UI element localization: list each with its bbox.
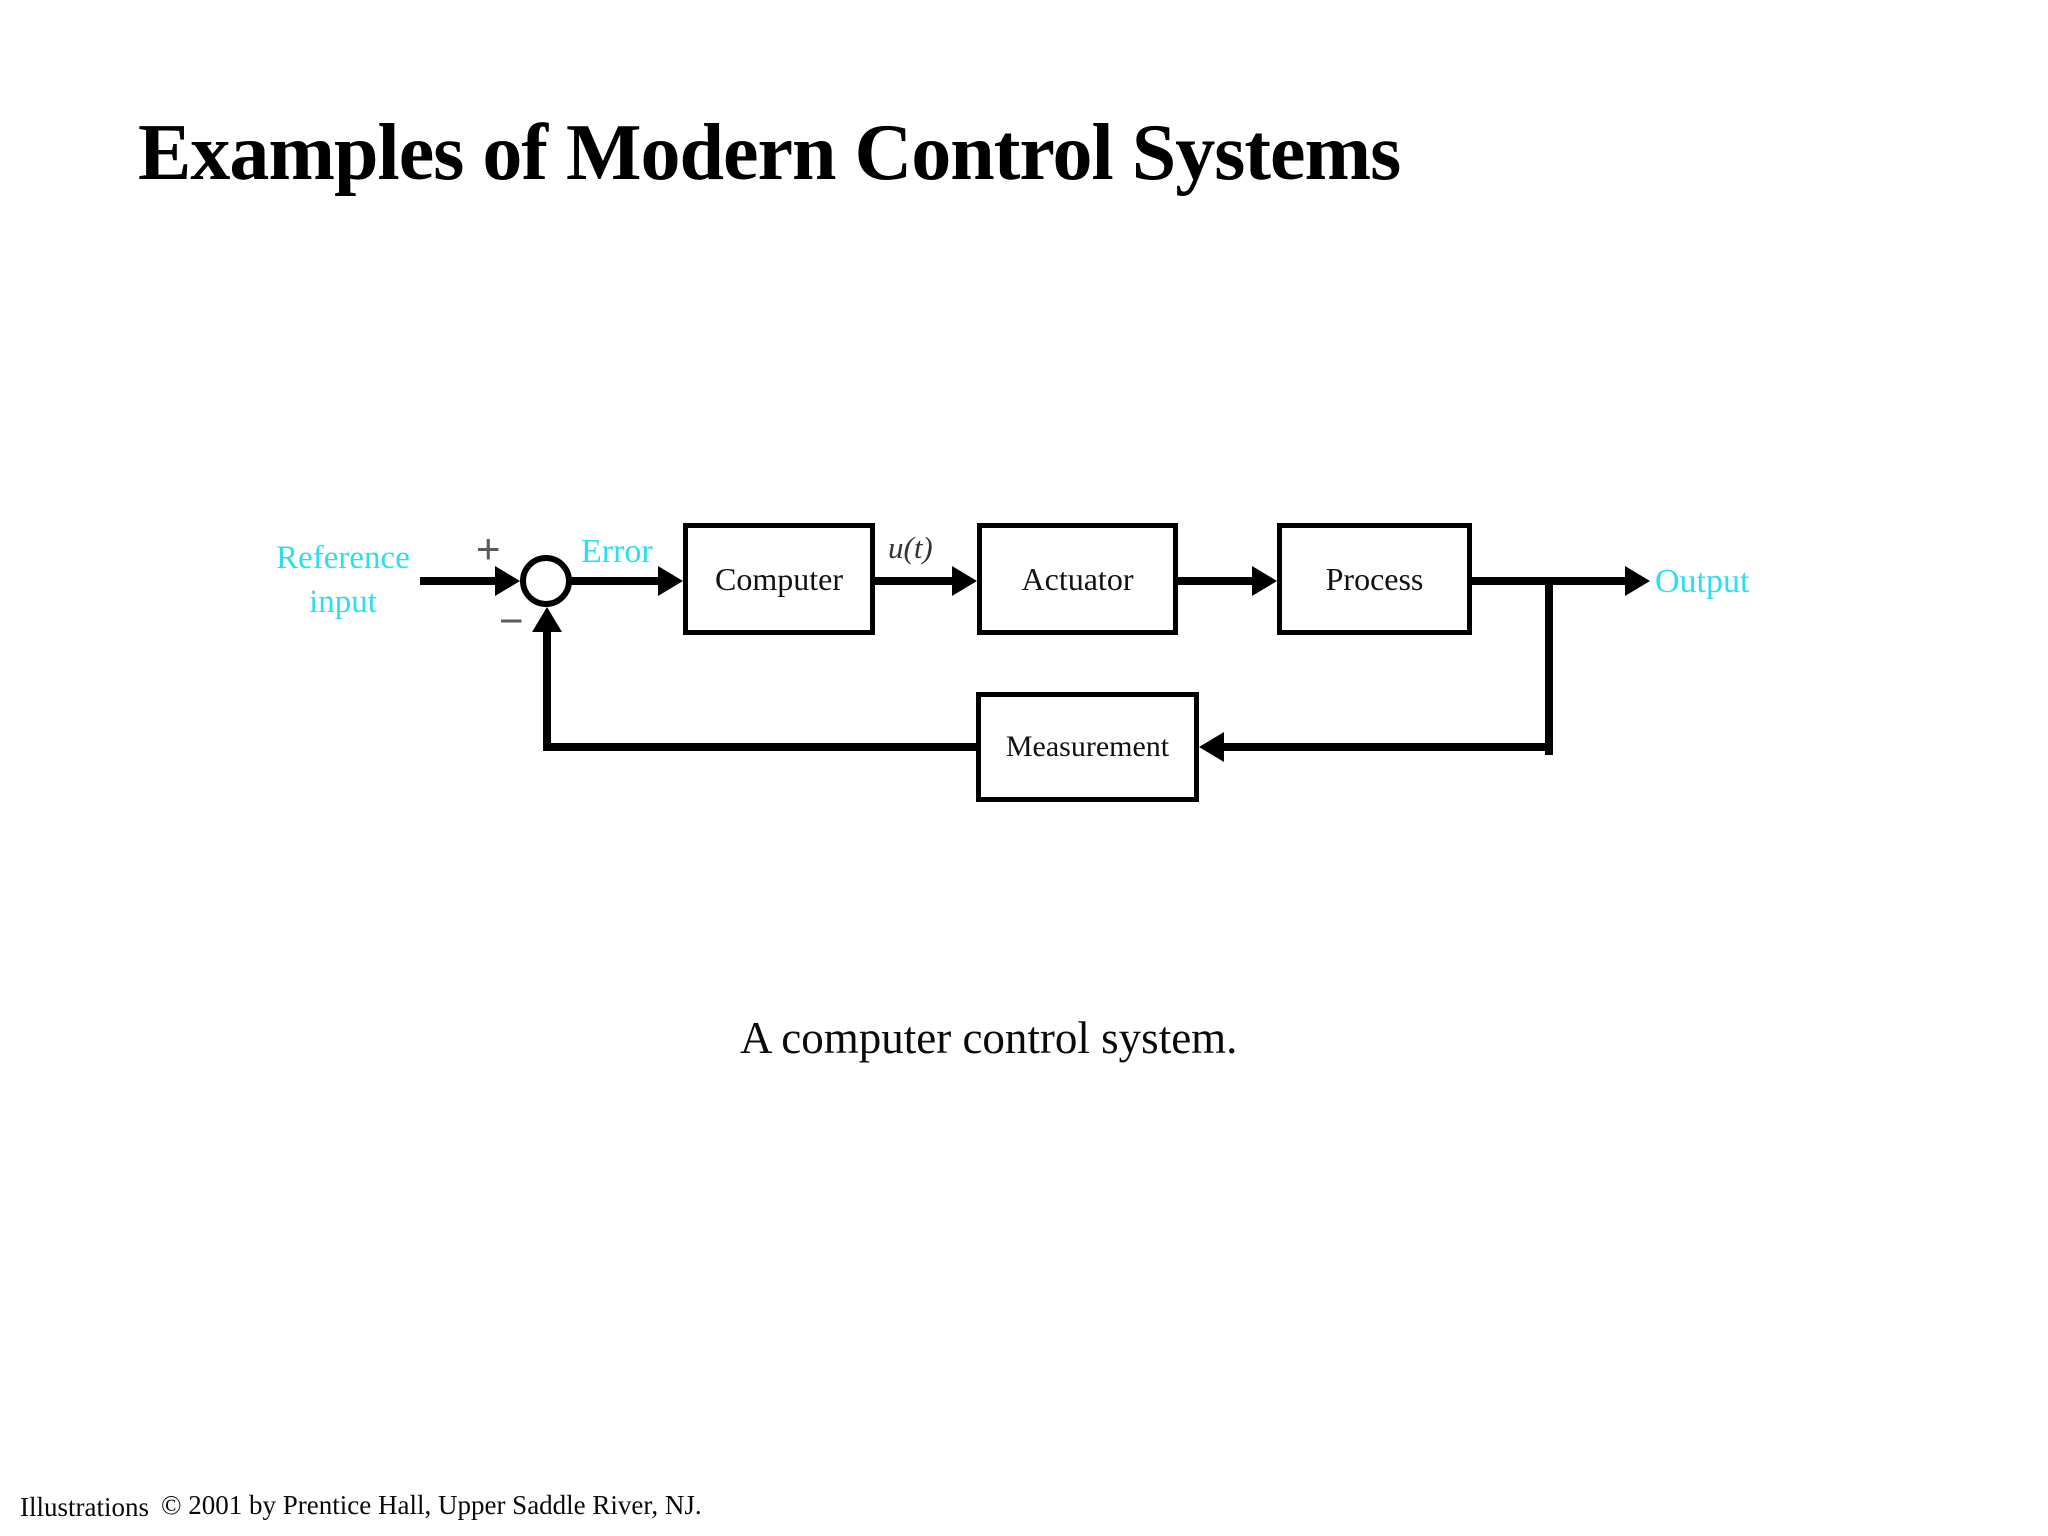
arrowhead-up-into-junction [532,607,562,632]
arrowhead-into-process [1252,566,1277,596]
footer-illustrations-label: Illustrations [20,1492,149,1522]
block-actuator-label: Actuator [1021,560,1134,597]
minus-sign: − [499,597,524,644]
computer-actuator-line [873,577,952,585]
control-signal-label: u(t) [888,530,933,565]
figure-caption: A computer control system. [740,1013,1238,1063]
block-computer: Computer [683,523,875,635]
block-process: Process [1277,523,1472,635]
arrowhead-into-measurement [1199,732,1224,762]
block-measurement: Measurement [976,692,1199,802]
block-computer-label: Computer [715,560,843,597]
actuator-process-line [1176,577,1252,585]
plus-sign: + [476,525,501,572]
block-actuator: Actuator [977,523,1178,635]
feedback-branch-vertical-line [1545,577,1553,755]
error-connector-line [570,577,658,585]
block-measurement-label: Measurement [1005,730,1170,763]
arrowhead-into-actuator [952,566,977,596]
summing-junction [520,555,572,607]
arrowhead-into-junction [495,566,520,596]
reference-input-label: Reference input [262,536,424,624]
arrowhead-into-computer [658,566,683,596]
footer-copyright: © 2001 by Prentice Hall, Upper Saddle Ri… [161,1490,702,1520]
reference-connector-line [420,577,497,585]
slide-title: Examples of Modern Control Systems [138,109,1401,197]
error-label: Error [581,533,653,570]
arrowhead-to-output [1625,566,1650,596]
feedback-right-line [1222,743,1553,751]
feedback-vertical-line [543,630,551,751]
reference-input-line1: Reference [276,540,410,576]
block-process-label: Process [1325,560,1424,597]
reference-input-line2: input [309,584,377,620]
feedback-left-line [543,743,976,751]
output-label: Output [1655,563,1750,600]
